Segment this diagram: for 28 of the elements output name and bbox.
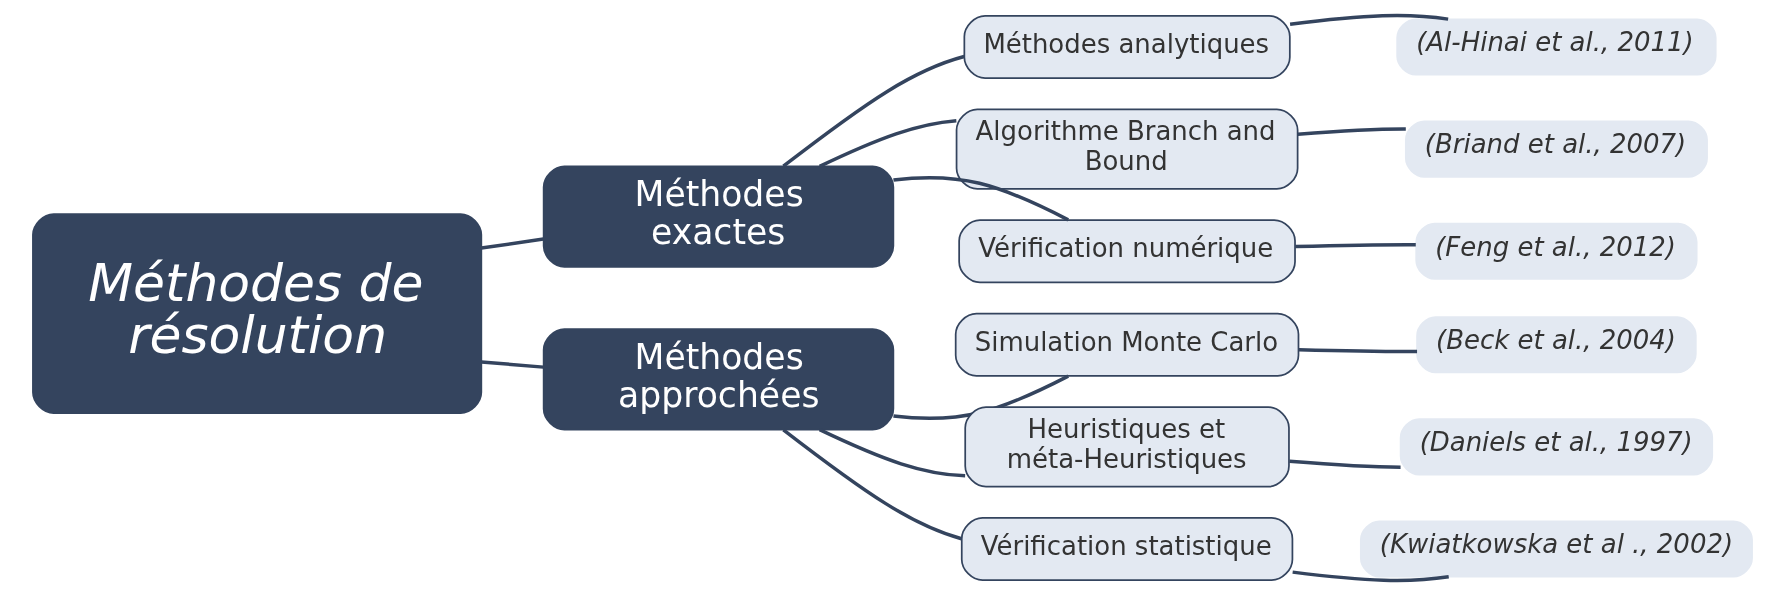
connector: [782, 428, 962, 541]
connector: [1289, 13, 1449, 26]
connector: [1292, 570, 1449, 583]
connector: [818, 428, 966, 478]
node-box: Méthodes approchées: [542, 328, 895, 431]
node-box: Méthodes exactes: [542, 165, 895, 268]
connector: [1297, 127, 1406, 136]
node-box: (Al-Hinai et al., 2011): [1396, 18, 1717, 76]
connector: [481, 237, 544, 250]
node-box: Simulation Monte Carlo: [954, 312, 1300, 377]
connector: [481, 360, 544, 369]
node-box: (Briand et al., 2007): [1404, 120, 1708, 178]
node-box: Vérification numérique: [958, 219, 1296, 284]
node-box: Méthodes analytiques: [963, 14, 1291, 79]
connector: [1295, 242, 1416, 249]
node-box: (Feng et al., 2012): [1415, 222, 1698, 280]
node-box: (Kwiatkowska et al ., 2002): [1359, 520, 1753, 578]
node-box: Vérification statistique: [960, 517, 1294, 582]
node-box: Algorithme Branch and Bound: [955, 108, 1299, 190]
node-box: (Beck et al., 2004): [1416, 316, 1697, 374]
connector: [893, 175, 1069, 222]
connector: [1298, 347, 1418, 354]
connector: [1289, 459, 1401, 469]
connector: [818, 118, 957, 168]
node-box: Méthodes de résolution: [32, 213, 483, 414]
node-box: Heuristiques et méta-Heuristiques: [964, 406, 1290, 488]
node-box: (Daniels et al., 1997): [1399, 418, 1714, 476]
connector: [782, 54, 965, 168]
